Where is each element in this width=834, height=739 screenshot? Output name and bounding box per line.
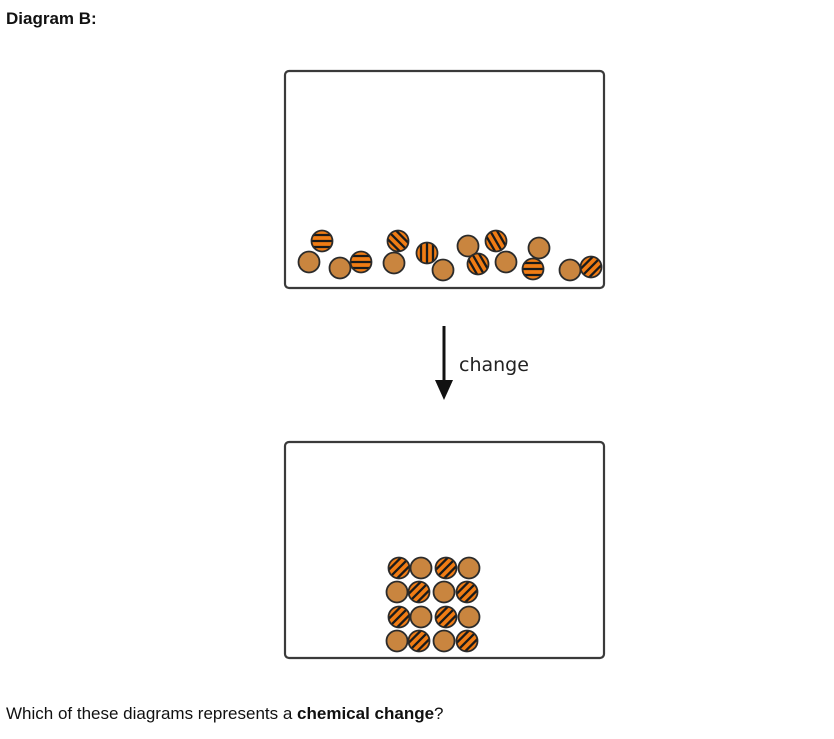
striped-particle (431, 602, 461, 632)
striped-particle (404, 577, 434, 607)
plain-particle (456, 234, 480, 258)
striped-particle (576, 252, 606, 282)
plain-particle (409, 556, 433, 580)
before-particles (297, 226, 606, 282)
striped-particle (452, 577, 482, 607)
striped-particle (310, 229, 334, 253)
striped-particle (482, 226, 510, 256)
plain-particle (457, 556, 481, 580)
plain-particle (432, 580, 456, 604)
arrow-label: change (459, 354, 529, 376)
diagram-heading: Diagram B: (6, 9, 97, 28)
plain-particle (494, 250, 518, 274)
striped-particle (383, 226, 413, 256)
plain-particle (385, 629, 409, 653)
striped-particle (349, 250, 373, 274)
plain-particle (385, 580, 409, 604)
striped-particle (452, 626, 482, 656)
plain-particle (527, 236, 551, 260)
after-particles (384, 553, 482, 656)
plain-particle (409, 605, 433, 629)
diagram-figure: change (283, 69, 606, 660)
plain-particle (457, 605, 481, 629)
striped-particle (384, 602, 414, 632)
plain-particle (432, 629, 456, 653)
down-arrow-icon (435, 326, 453, 400)
plain-particle (431, 258, 455, 282)
question-text: Which of these diagrams represents a che… (6, 704, 444, 723)
striped-particle (464, 249, 492, 279)
striped-particle (431, 553, 461, 583)
after-container (283, 440, 606, 660)
plain-particle (558, 258, 582, 282)
striped-particle (521, 257, 545, 281)
striped-particle (384, 553, 414, 583)
plain-particle (382, 251, 406, 275)
striped-particle (404, 626, 434, 656)
before-container (283, 69, 606, 290)
plain-particle (297, 250, 321, 274)
plain-particle (328, 256, 352, 280)
striped-particle (415, 241, 439, 265)
